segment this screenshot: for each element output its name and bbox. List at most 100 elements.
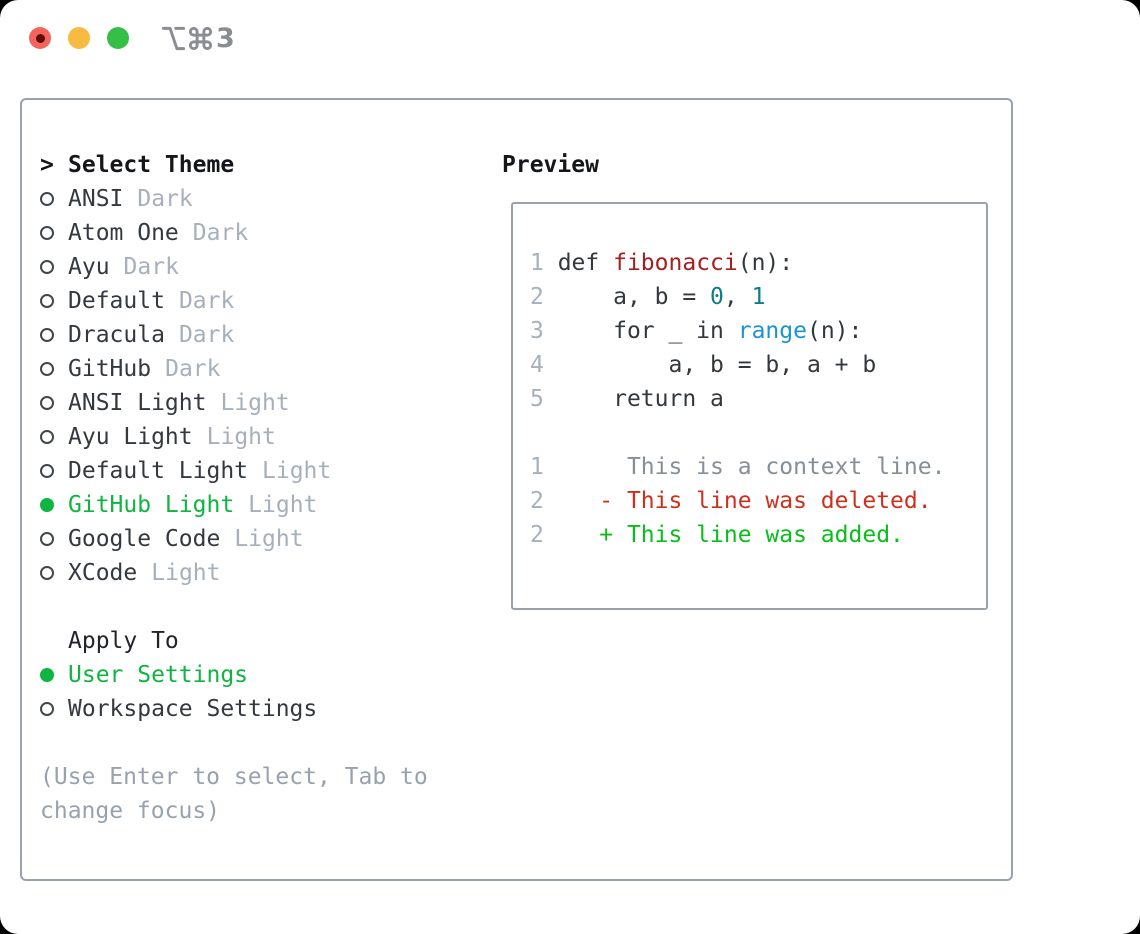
code-token: (n): <box>806 318 863 344</box>
code-token: 1 <box>751 284 766 310</box>
preview-heading: Preview <box>502 152 599 178</box>
code-token: + This line was added. <box>543 522 904 548</box>
code-line <box>530 416 986 450</box>
theme-option[interactable]: Google Code Light <box>40 522 428 556</box>
radio-selected-icon <box>40 668 54 682</box>
theme-option[interactable]: XCode Light <box>40 556 428 590</box>
theme-variant: Light <box>248 492 318 518</box>
line-number: 2 <box>530 284 544 310</box>
window-title: 3 <box>160 25 235 52</box>
theme-variant: Dark <box>178 288 235 314</box>
option-label: Ayu <box>68 254 110 280</box>
option-label: Dracula <box>68 322 165 348</box>
radio-icon <box>40 226 54 240</box>
theme-variant: Dark <box>123 254 179 280</box>
code-token: - This line was deleted. <box>543 488 932 514</box>
theme-variant: Dark <box>137 186 193 212</box>
code-token: return a <box>543 386 724 412</box>
code-token: range <box>737 318 807 344</box>
apply-option[interactable]: Workspace Settings <box>40 692 428 726</box>
theme-option[interactable]: Dracula Dark <box>40 318 428 352</box>
apply-option[interactable]: User Settings <box>40 658 428 692</box>
theme-option[interactable]: GitHub Light Light <box>40 488 428 522</box>
code-line: 5 return a <box>530 382 986 416</box>
theme-variant: Light <box>220 390 290 416</box>
option-label: Default <box>68 288 165 314</box>
option-label: Ayu Light <box>68 424 193 450</box>
theme-option[interactable]: Ayu Light Light <box>40 420 428 454</box>
code-token: def <box>543 250 614 276</box>
line-number: 4 <box>530 352 544 378</box>
option-key-icon <box>161 26 186 50</box>
code-token: for _ in <box>543 318 738 344</box>
theme-option[interactable]: Default Dark <box>40 284 428 318</box>
zoom-button[interactable] <box>107 27 129 49</box>
option-label: GitHub Light <box>68 492 235 518</box>
spacer <box>40 590 428 624</box>
close-dot-icon <box>35 33 45 43</box>
line-number: 1 <box>530 454 544 480</box>
titlebar: 3 <box>0 0 1140 76</box>
code-token: fibonacci <box>613 250 738 276</box>
command-key-icon <box>188 26 213 50</box>
prompt-caret: > <box>40 152 54 178</box>
radio-icon <box>40 464 54 478</box>
line-number: 2 <box>530 488 544 514</box>
radio-icon <box>40 328 54 342</box>
radio-icon <box>40 362 54 376</box>
radio-icon <box>40 294 54 308</box>
theme-variant: Dark <box>192 220 249 246</box>
radio-icon <box>40 566 54 580</box>
radio-icon <box>40 430 54 444</box>
code-line: 2 a, b = 0, 1 <box>530 280 986 314</box>
radio-icon <box>40 192 54 206</box>
code-token: 0 <box>710 284 724 310</box>
code-line: 2 - This line was deleted. <box>530 484 986 518</box>
theme-variant: Light <box>206 424 276 450</box>
usage-hint-line-2: change focus) <box>40 798 221 824</box>
option-label: Google Code <box>68 526 221 552</box>
option-label: User Settings <box>68 662 249 688</box>
minimize-button[interactable] <box>68 27 90 49</box>
line-number: 2 <box>530 522 544 548</box>
code-line: 3 for _ in range(n): <box>530 314 986 348</box>
option-label: Workspace Settings <box>68 696 318 722</box>
option-label: GitHub <box>68 356 152 382</box>
option-label: Default Light <box>68 458 249 484</box>
close-button[interactable] <box>29 27 51 49</box>
code-token: a, b = b, a + b <box>543 352 877 378</box>
code-line: 2 + This line was added. <box>530 518 986 552</box>
theme-option[interactable]: Ayu Dark <box>40 250 428 284</box>
option-label: ANSI <box>68 186 124 212</box>
line-number: 5 <box>530 386 544 412</box>
select-theme-header: > Select Theme <box>40 148 428 182</box>
code-token: (n): <box>737 250 794 276</box>
radio-icon <box>40 702 54 716</box>
theme-variant: Dark <box>178 322 235 348</box>
theme-variant: Dark <box>165 356 221 382</box>
code-token: , <box>723 284 752 310</box>
code-line: 4 a, b = b, a + b <box>530 348 986 382</box>
window-number: 3 <box>216 22 235 54</box>
theme-variant: Light <box>151 560 221 586</box>
usage-hint-line-1: (Use Enter to select, Tab to <box>40 764 428 790</box>
radio-selected-icon <box>40 498 54 512</box>
select-theme-heading: Select Theme <box>68 152 235 178</box>
line-number: 1 <box>530 250 544 276</box>
theme-option[interactable]: ANSI Dark <box>40 182 428 216</box>
theme-variant: Light <box>234 526 304 552</box>
line-number: 3 <box>530 318 544 344</box>
apply-to-heading: Apply To <box>68 628 179 654</box>
theme-option[interactable]: GitHub Dark <box>40 352 428 386</box>
option-label: XCode <box>68 560 138 586</box>
